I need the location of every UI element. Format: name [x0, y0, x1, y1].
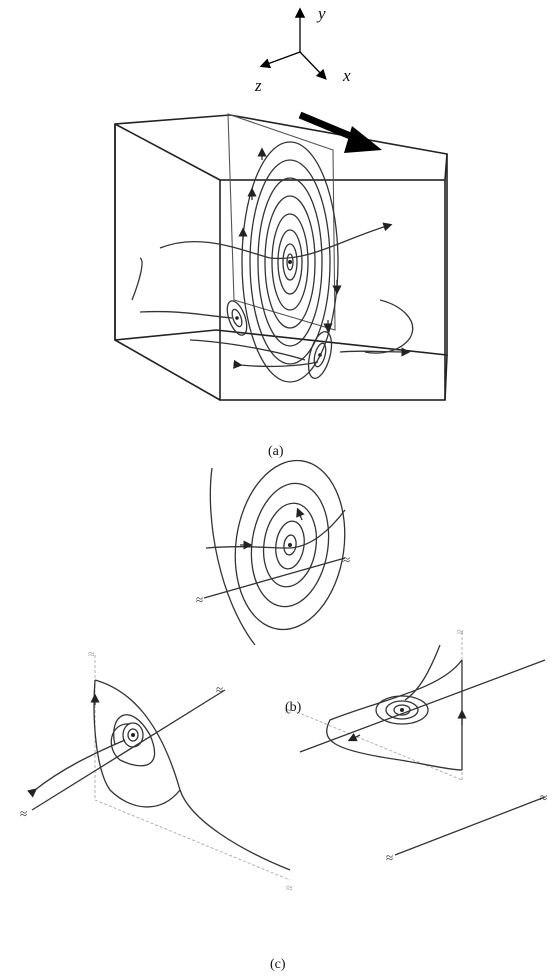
caption-b: (b)	[285, 700, 302, 715]
main-vortex-spiral	[241, 141, 339, 383]
detail-panel-c-left: ≈ ≈ ≈ ≈	[20, 647, 293, 895]
caption-a: (a)	[268, 444, 284, 459]
right-corner-vortex	[307, 331, 333, 379]
detail-panel-c-right: ≈ ≈ ≈ ≈	[285, 625, 547, 865]
svg-text:≈: ≈	[457, 625, 464, 639]
x-axis-arrow	[299, 51, 327, 80]
axis-break-icon: ≈	[343, 552, 350, 567]
axis-break-icon: ≈	[196, 592, 203, 607]
cube-panel-a	[114, 111, 448, 401]
axis-triad	[259, 7, 327, 80]
z-axis-label: z	[255, 76, 262, 95]
caption-c: (c)	[270, 957, 286, 972]
flow-direction-arrowhead	[344, 126, 382, 153]
detail-panel-b: ≈ ≈	[196, 459, 350, 646]
left-corner-vortex	[226, 300, 248, 336]
spiral-arrows	[238, 147, 342, 333]
cube-front-face	[219, 179, 446, 401]
axis-break-icon: ≈	[216, 682, 223, 697]
x-axis-label: x	[343, 66, 351, 85]
y-axis-label: y	[318, 4, 326, 23]
vortex-plane	[227, 113, 336, 331]
svg-text:≈: ≈	[286, 881, 293, 895]
axis-break-icon: ≈	[20, 806, 27, 821]
svg-text:≈: ≈	[285, 704, 292, 718]
axis-break-icon: ≈	[386, 850, 393, 865]
axis-break-icon: ≈	[540, 790, 547, 805]
z-axis-arrow	[259, 51, 301, 69]
svg-text:≈: ≈	[88, 647, 95, 661]
